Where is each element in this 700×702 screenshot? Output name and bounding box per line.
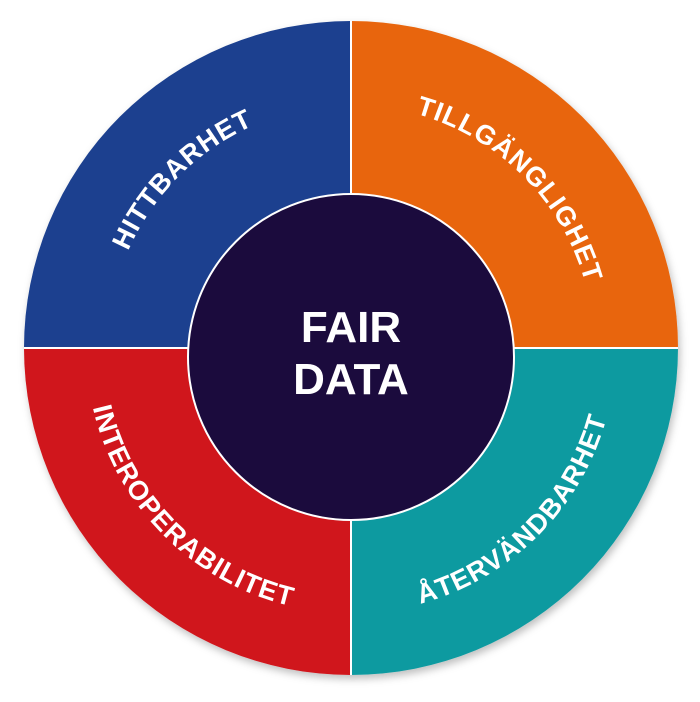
center-title-line1: FAIR bbox=[301, 303, 401, 352]
center-circle bbox=[187, 193, 515, 521]
center-title-line2: DATA bbox=[293, 355, 409, 404]
